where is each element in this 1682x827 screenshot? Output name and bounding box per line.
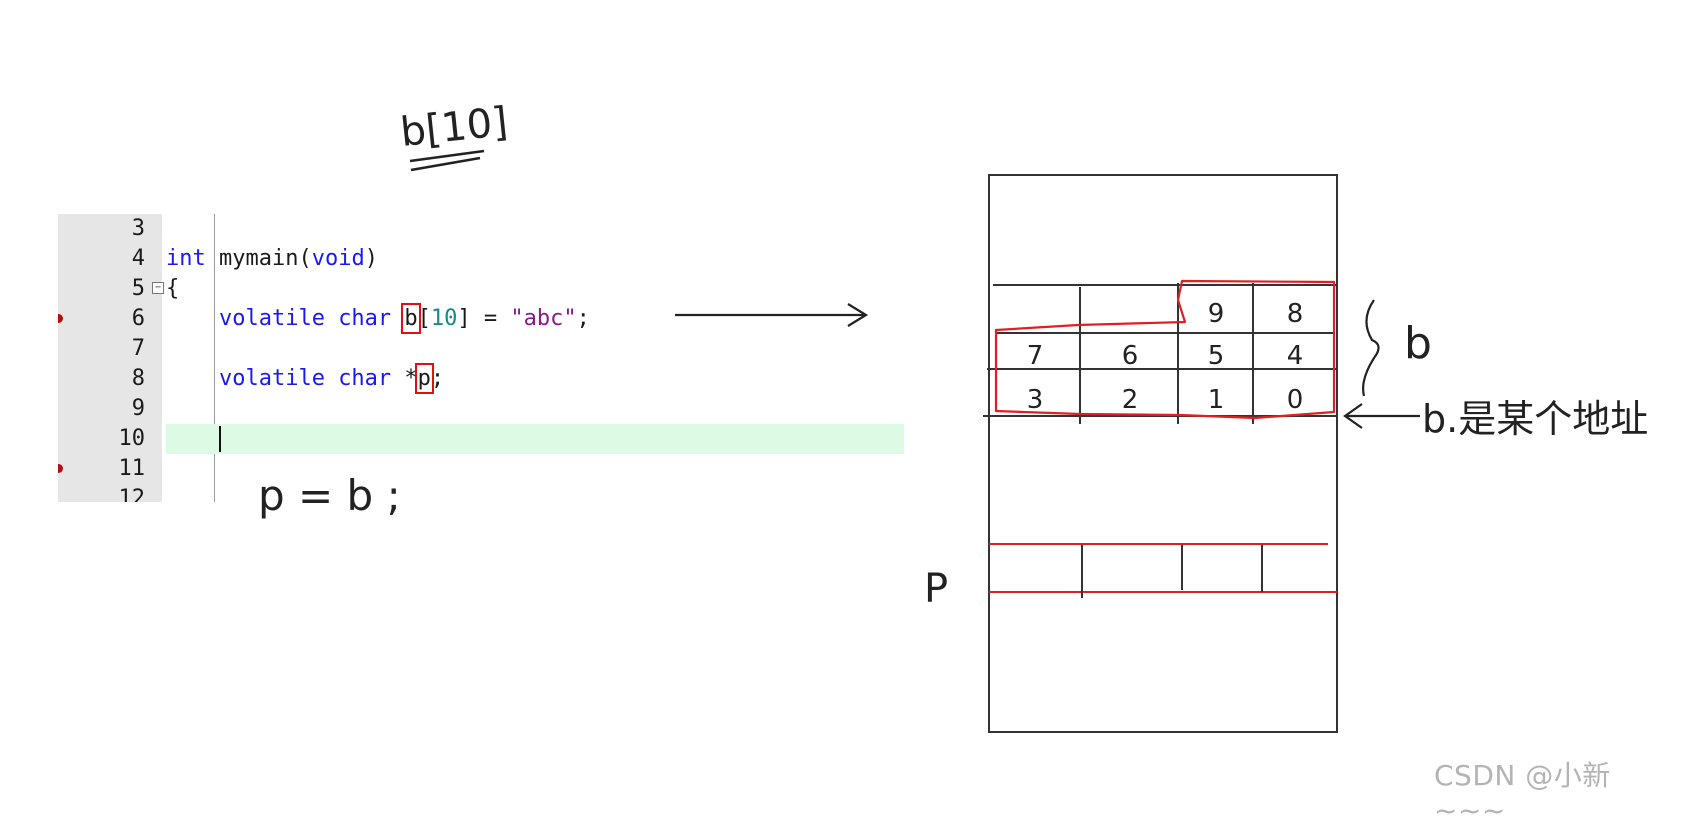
memory-cell-label: 4 xyxy=(1287,341,1304,371)
keyword-int: int xyxy=(166,246,206,271)
csdn-watermark: CSDN @小新~~~ xyxy=(1434,759,1611,827)
address-note: b.是某个地址 xyxy=(1422,397,1648,441)
semicolon: ; xyxy=(430,366,445,391)
code-text: int mymain(void) xyxy=(166,244,378,274)
text-caret xyxy=(218,426,221,452)
arrow-b-address xyxy=(1343,403,1420,429)
top-label-underline-2 xyxy=(410,156,481,172)
bracket-eq: ] = xyxy=(457,306,511,331)
memory-cell-label: 1 xyxy=(1208,385,1225,415)
brace-b xyxy=(1362,299,1380,397)
breakpoint-marker-icon[interactable] xyxy=(58,314,63,323)
paren-close: ) xyxy=(364,246,378,271)
memory-cell-label: 6 xyxy=(1122,341,1139,371)
code-line-6[interactable]: 6 volatile char b[10] = "abc"; xyxy=(58,303,904,334)
top-label-b10: b[10] xyxy=(398,99,510,156)
code-text: volatile char b[10] = "abc"; xyxy=(166,303,590,334)
line-number: 4 xyxy=(131,246,145,271)
current-line-highlight[interactable] xyxy=(166,424,904,454)
number-10: 10 xyxy=(430,306,458,331)
code-editor: 3 4 int mymain(void) 5 − { 6 volatile ch… xyxy=(58,214,904,502)
code-line-5[interactable]: 5 − { xyxy=(58,274,904,304)
code-text: volatile char *p; xyxy=(166,363,445,394)
memory-block xyxy=(988,174,1338,733)
bracket-open: [ xyxy=(417,306,431,331)
memory-cell-label: 7 xyxy=(1027,341,1044,371)
code-line-10[interactable]: 10 xyxy=(58,424,904,454)
pointer-p-storage xyxy=(989,543,1337,598)
line-number: 3 xyxy=(131,216,145,241)
memory-cell-label: 0 xyxy=(1287,385,1304,415)
keyword-volatile-char: volatile char xyxy=(218,306,405,331)
pointer-star: * xyxy=(404,366,418,391)
memory-cell-label: 2 xyxy=(1122,385,1139,415)
pointer-label-p: P xyxy=(924,566,948,612)
memory-cell-label: 3 xyxy=(1027,385,1044,415)
string-abc: "abc" xyxy=(510,306,577,331)
array-grid xyxy=(983,283,1337,424)
memory-cell-label: 5 xyxy=(1208,341,1225,371)
code-line-4[interactable]: 4 int mymain(void) xyxy=(58,244,904,274)
memory-cell-label: 9 xyxy=(1208,299,1225,329)
line-number: 8 xyxy=(131,366,145,391)
breakpoint-marker-icon[interactable] xyxy=(58,464,63,473)
line-number: 11 xyxy=(118,456,146,481)
code-line-9[interactable]: 9 xyxy=(58,394,904,424)
fold-collapse-icon[interactable]: − xyxy=(152,282,164,294)
top-label-underline-1 xyxy=(409,149,485,163)
code-text xyxy=(166,424,221,454)
line-number: 6 xyxy=(131,306,145,331)
array-b-red-outline xyxy=(994,279,1336,420)
code-line-11[interactable]: 11 xyxy=(58,454,904,484)
memory-cell-label: 8 xyxy=(1287,299,1304,329)
handwritten-assignment: p = b ; xyxy=(258,471,401,520)
line-number: 12 xyxy=(118,486,146,502)
code-line-7[interactable]: 7 xyxy=(58,334,904,364)
semicolon: ; xyxy=(576,306,590,331)
code-line-3[interactable]: 3 xyxy=(58,214,904,244)
code-line-8[interactable]: 8 volatile char *p; xyxy=(58,363,904,394)
line-number: 9 xyxy=(131,396,145,421)
line-number: 5 xyxy=(131,276,145,301)
line-number: 7 xyxy=(131,336,145,361)
code-text: { xyxy=(166,276,180,301)
keyword-void: void xyxy=(311,246,365,271)
line-number-gutter xyxy=(58,214,162,502)
keyword-volatile-char: volatile char xyxy=(218,366,405,391)
line-number: 10 xyxy=(118,426,146,451)
identifier-b-highlight: b xyxy=(401,303,421,334)
code-line-12[interactable]: 12 xyxy=(58,484,904,502)
brace-label-b: b xyxy=(1404,318,1432,369)
function-name: mymain( xyxy=(205,246,312,271)
arrow-code-to-memory xyxy=(675,303,869,327)
gutter-divider xyxy=(214,214,215,502)
identifier-p-highlight: p xyxy=(414,363,434,394)
